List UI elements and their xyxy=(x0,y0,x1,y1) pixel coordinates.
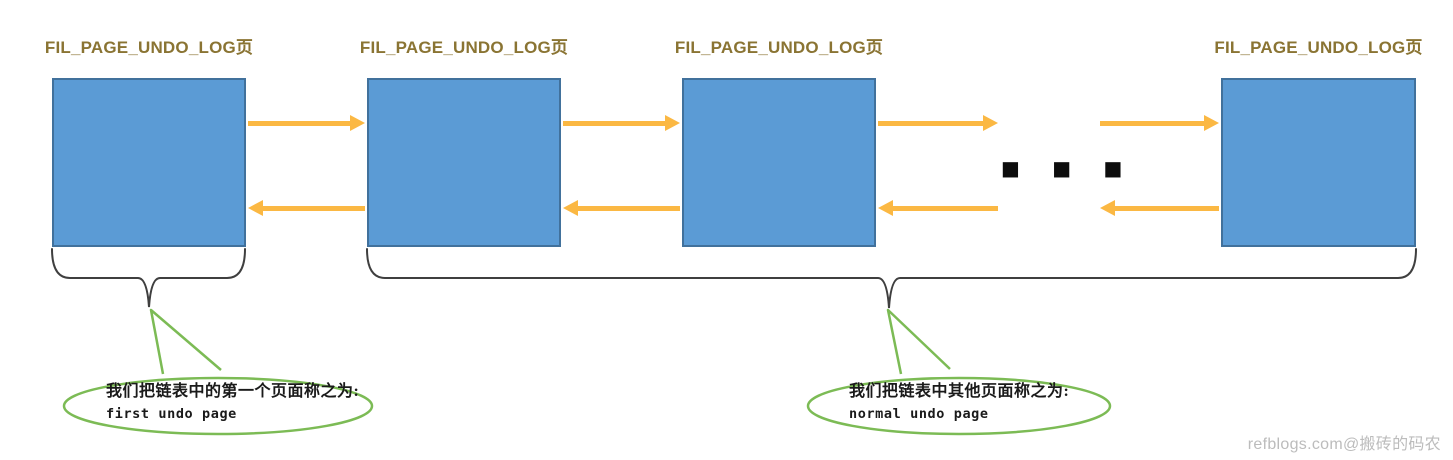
undo-log-page-box-4 xyxy=(1221,78,1416,247)
page-label: FIL_PAGE_UNDO_LOG页 xyxy=(674,38,884,57)
callout-text-normal-undo-page: 我们把链表中其他页面称之为: normal undo page xyxy=(849,381,1069,424)
next-page-arrow-icon xyxy=(248,115,365,131)
undo-log-page-box-2 xyxy=(367,78,561,247)
page-label: FIL_PAGE_UNDO_LOG页 xyxy=(1214,38,1423,57)
callout-line1: 我们把链表中其他页面称之为: xyxy=(849,383,1070,400)
next-page-arrow-icon xyxy=(878,115,998,131)
brace-first-page xyxy=(51,248,246,308)
prev-page-arrow-icon xyxy=(563,200,680,216)
next-page-arrow-icon xyxy=(1100,115,1219,131)
callout-bubble-first-undo-page xyxy=(62,376,374,436)
callout-text-first-undo-page: 我们把链表中的第一个页面称之为: first undo page xyxy=(106,381,359,424)
prev-page-arrow-icon xyxy=(878,200,998,216)
undo-log-page-box-3 xyxy=(682,78,876,247)
prev-page-arrow-icon xyxy=(248,200,365,216)
callout-line2: first undo page xyxy=(106,406,237,422)
callout-line2: normal undo page xyxy=(849,406,989,422)
watermark: refblogs.com@搬砖的码农 xyxy=(1247,436,1441,453)
prev-page-arrow-icon xyxy=(1100,200,1219,216)
brace-normal-pages xyxy=(366,248,1417,309)
callout-line1: 我们把链表中的第一个页面称之为: xyxy=(106,383,360,400)
callout-bubble-normal-undo-page xyxy=(806,376,1112,436)
page-label: FIL_PAGE_UNDO_LOG页 xyxy=(359,38,569,57)
undo-log-page-box-1 xyxy=(52,78,246,247)
callout-tail-normal-undo-page xyxy=(886,308,951,375)
next-page-arrow-icon xyxy=(563,115,680,131)
page-label: FIL_PAGE_UNDO_LOG页 xyxy=(44,38,254,57)
callout-tail-first-undo-page xyxy=(149,308,222,375)
